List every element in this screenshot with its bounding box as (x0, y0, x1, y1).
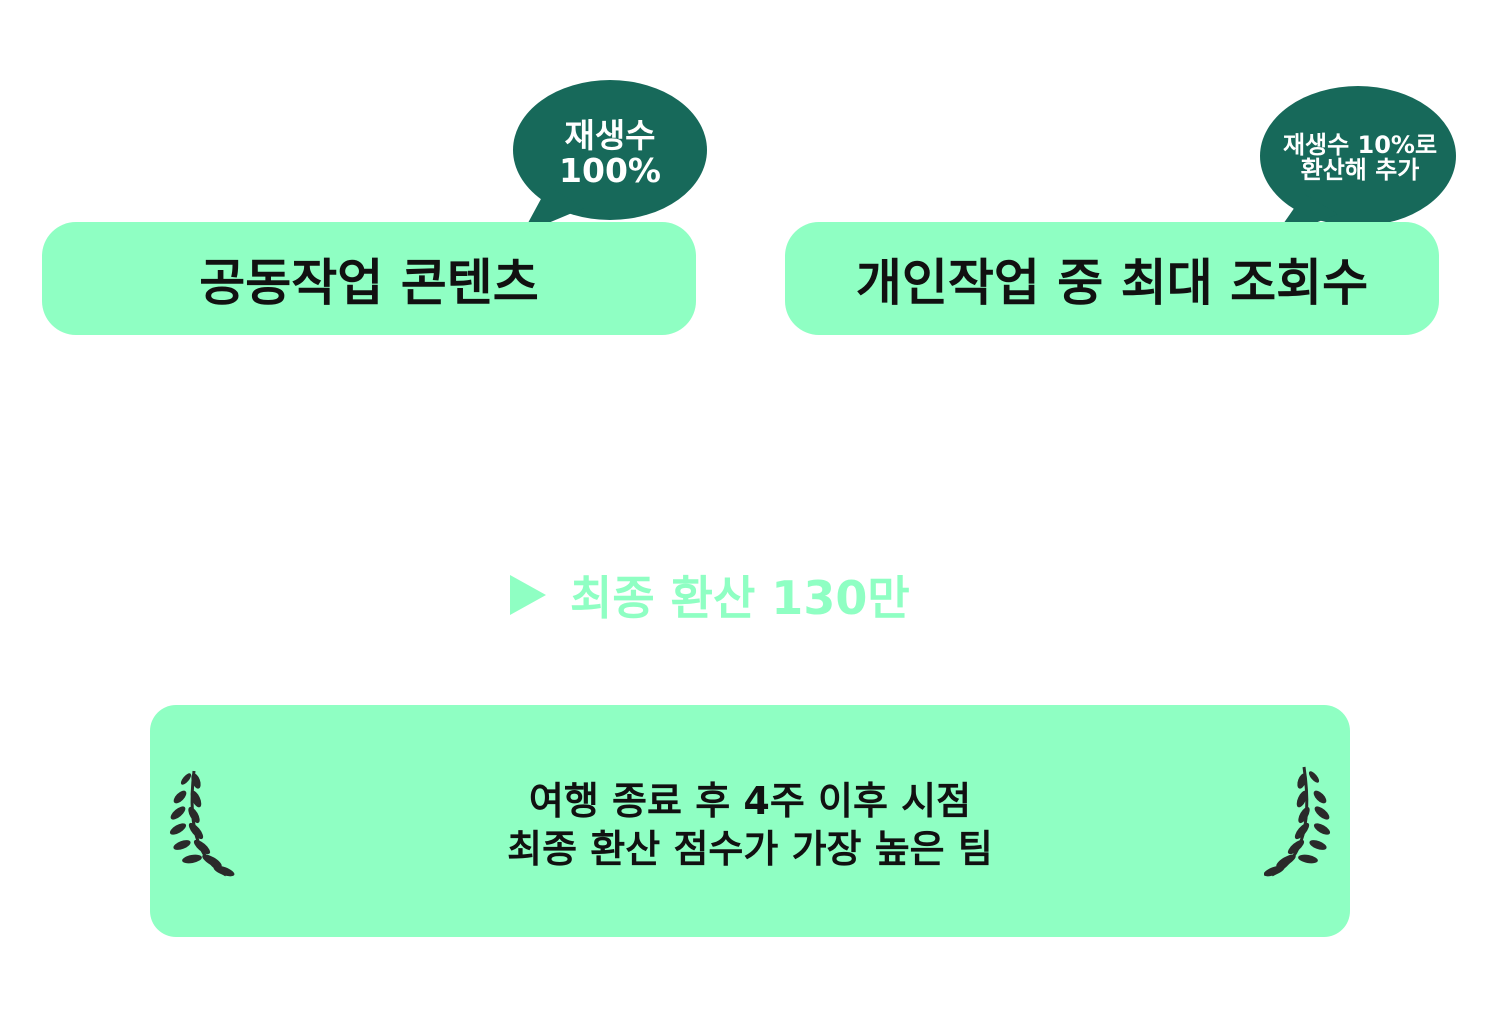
speech-bubble-left: 재생수 100% (508, 78, 712, 238)
bubble-line: 100% (559, 151, 661, 190)
winner-criteria-box: 여행 종료 후 4주 이후 시점 최종 환산 점수가 가장 높은 팀 (150, 705, 1350, 937)
bubble-text: 재생수 10%로 환산해 추가 (1258, 128, 1462, 188)
winner-line: 여행 종료 후 4주 이후 시점 (528, 779, 972, 823)
card-joint-content: 공동작업 콘텐츠 (42, 222, 696, 335)
final-result: 최종 환산 130만 (510, 565, 910, 625)
play-triangle-icon (510, 575, 546, 615)
bubble-line: 환산해 추가 (1300, 156, 1420, 184)
laurel-branch-icon (1264, 766, 1331, 877)
card-individual-max-views: 개인작업 중 최대 조회수 (785, 222, 1439, 335)
winner-criteria-text: 여행 종료 후 4주 이후 시점 최종 환산 점수가 가장 높은 팀 (400, 777, 1100, 873)
bubble-text: 재생수 100% (508, 114, 712, 194)
speech-bubble-right: 재생수 10%로 환산해 추가 (1258, 84, 1462, 244)
final-result-text: 최종 환산 130만 (570, 571, 910, 625)
card-label: 공동작업 콘텐츠 (199, 253, 539, 312)
bubble-line: 재생수 (564, 116, 656, 156)
winner-line: 최종 환산 점수가 가장 높은 팀 (507, 827, 993, 871)
card-label: 개인작업 중 최대 조회수 (855, 253, 1369, 312)
bubble-line: 재생수 10%로 (1282, 130, 1438, 159)
laurel-branch-icon (169, 770, 235, 877)
